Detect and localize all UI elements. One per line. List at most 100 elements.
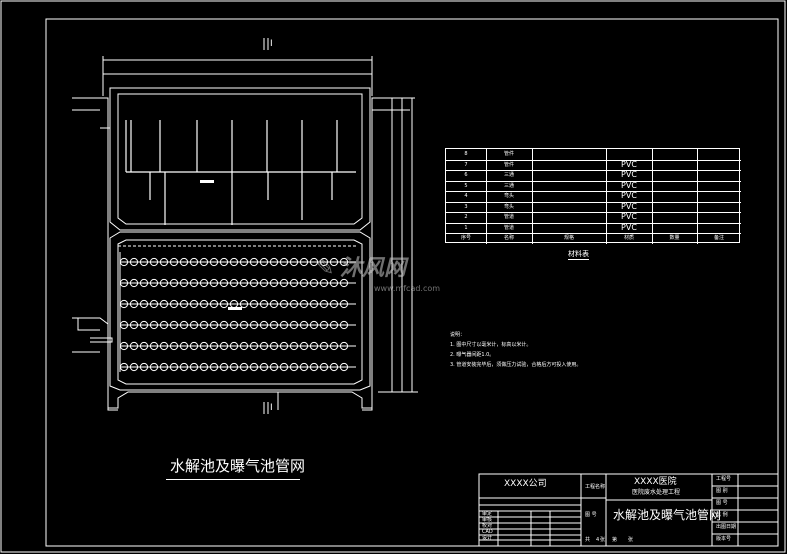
diffuser — [319, 320, 329, 330]
diffuser — [199, 362, 209, 372]
diffuser — [299, 341, 309, 351]
table-cell-material: PVC — [621, 159, 637, 169]
diffuser — [169, 320, 179, 330]
diffuser — [189, 320, 199, 330]
notes-heading: 说明： — [450, 332, 466, 338]
diffuser — [309, 257, 319, 267]
diffuser — [309, 362, 319, 372]
table-row-line — [446, 180, 741, 182]
diffuser — [199, 257, 209, 267]
table-cell-no: 8 — [464, 151, 468, 157]
diffuser — [269, 320, 279, 330]
diffuser — [279, 320, 289, 330]
diffuser — [149, 320, 159, 330]
diffuser — [269, 299, 279, 309]
title-right-label: 版本号 — [716, 536, 732, 542]
table-cell-material: PVC — [621, 191, 637, 200]
table-header-cell: 材质 — [623, 235, 634, 241]
diffuser — [299, 320, 309, 330]
diffuser — [329, 257, 339, 267]
drawing-title-underline — [166, 479, 300, 480]
inner-frame — [45, 18, 779, 547]
table-col-line — [697, 149, 698, 244]
diffuser — [339, 341, 349, 351]
diffuser — [259, 278, 269, 288]
table-header-cell: 名称 — [503, 235, 514, 241]
diffuser — [139, 299, 149, 309]
diffuser — [269, 257, 279, 267]
diffuser — [219, 320, 229, 330]
diffuser — [169, 257, 179, 267]
table-row-line — [446, 222, 741, 224]
diffuser — [319, 341, 329, 351]
diffuser — [259, 257, 269, 267]
diffuser — [149, 362, 159, 372]
table-cell-name: 管道 — [503, 214, 514, 220]
table-cell-material: PVC — [621, 201, 637, 211]
drawing-title: 水解池及曝气池管网 — [170, 457, 306, 475]
table-cell-material: PVC — [621, 170, 637, 179]
watermark-brand: 沐风网 — [340, 256, 407, 281]
diffuser — [179, 341, 189, 351]
table-row-line — [446, 191, 741, 192]
title-left-label: 校对 — [482, 523, 493, 530]
note-item: 1. 图中尺寸以毫米计，标高以米计。 — [450, 342, 532, 348]
title-bottom-cell: 张 — [628, 537, 634, 543]
hydrolysis-pipe-network — [125, 120, 356, 225]
diffuser — [249, 341, 259, 351]
diffuser — [199, 341, 209, 351]
diffuser — [309, 341, 319, 351]
table-cell-name: 弯头 — [503, 193, 514, 199]
diffuser — [339, 362, 349, 372]
diffuser — [279, 362, 289, 372]
diffuser — [209, 341, 219, 351]
table-row-line — [446, 170, 741, 171]
diffuser — [279, 257, 289, 267]
diffuser — [139, 278, 149, 288]
table-col-line — [652, 149, 653, 244]
diffuser — [279, 299, 289, 309]
table-cell-material: PVC — [621, 180, 637, 190]
materials-table-caption: 材料表 — [568, 250, 589, 260]
title-right-label: 出图日期 — [716, 524, 737, 530]
title-bottom-cell: 第 — [612, 537, 618, 543]
diffuser — [319, 299, 329, 309]
table-cell-no: 6 — [464, 172, 468, 178]
table-row-line — [446, 212, 741, 213]
title-right-label: 比 例 — [716, 512, 728, 518]
diffuser — [139, 257, 149, 267]
diffuser — [159, 341, 169, 351]
diffuser — [269, 278, 279, 288]
diffuser — [129, 278, 139, 288]
diffuser — [309, 299, 319, 309]
diffuser — [249, 257, 259, 267]
diffuser — [159, 257, 169, 267]
table-col-line — [532, 149, 533, 244]
watermark-logo-icon: ✎ — [316, 256, 335, 281]
diffuser — [149, 257, 159, 267]
diffuser — [239, 257, 249, 267]
diffuser — [139, 362, 149, 372]
diffuser — [149, 341, 159, 351]
table-cell-material: PVC — [621, 222, 637, 232]
diffuser — [209, 320, 219, 330]
diffuser — [259, 299, 269, 309]
diffuser — [139, 320, 149, 330]
diffuser — [289, 341, 299, 351]
diffuser — [299, 278, 309, 288]
diffuser — [289, 299, 299, 309]
table-cell-no: 3 — [464, 203, 468, 210]
diffuser — [209, 257, 219, 267]
title-right-label: 工程号 — [716, 476, 732, 482]
table-col-line — [606, 149, 607, 244]
diffuser — [239, 299, 249, 309]
diffuser — [239, 320, 249, 330]
table-cell-name: 三通 — [503, 172, 514, 178]
diffuser — [149, 299, 159, 309]
section-marker-top: I — [270, 39, 273, 49]
diffuser — [219, 257, 229, 267]
diffuser — [169, 362, 179, 372]
diffuser — [149, 278, 159, 288]
